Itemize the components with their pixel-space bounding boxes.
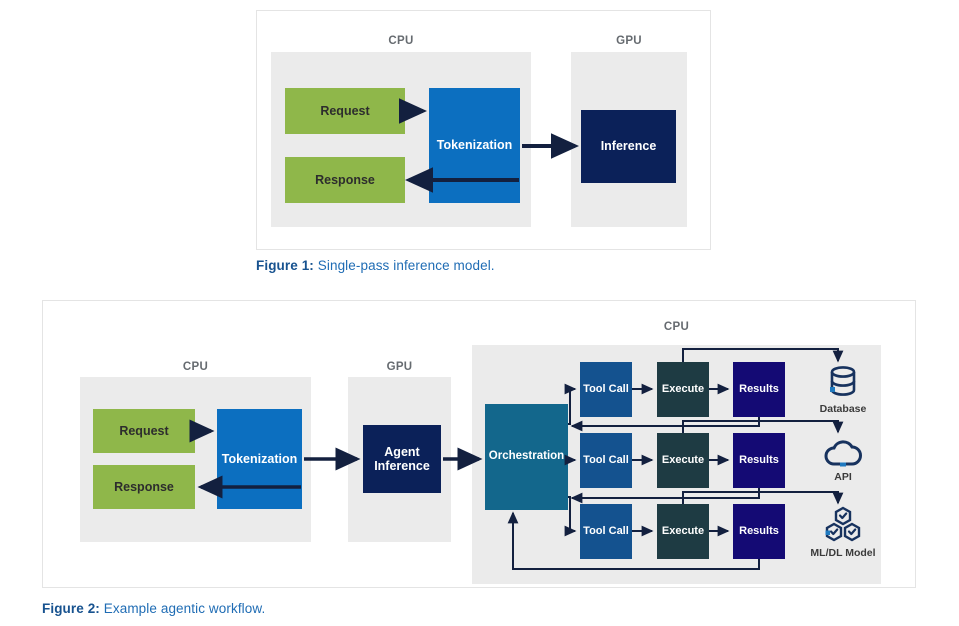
agent-inference-line-1: Agent <box>384 444 420 459</box>
figure2-row-2-tool-call: Tool Call <box>580 504 632 559</box>
figure-1-caption-prefix: Figure 1: <box>256 258 314 273</box>
figure2-agent-inference-box: Agent Inference <box>363 425 441 493</box>
figure2-resource-2-label: ML/DL Model <box>810 547 876 559</box>
hexagons-check-icon <box>825 506 861 542</box>
figure2-orchestration-box: Orchestration <box>485 404 568 510</box>
figure1-gpu-label: GPU <box>616 35 642 47</box>
figure2-row-0-results: Results <box>733 362 785 417</box>
figure2-row-1-execute: Execute <box>657 433 709 488</box>
database-icon <box>830 366 856 396</box>
figure2-gpu-label: GPU <box>386 361 413 373</box>
figure1-cpu-label: CPU <box>388 35 414 47</box>
figure2-cpu-left-label: CPU <box>182 361 209 373</box>
figure-1-caption-text: Single-pass inference model. <box>313 258 495 273</box>
figure-2-frame: CPU GPU CPU Request Response Tokenizatio… <box>42 300 916 588</box>
figure1-request-box: Request <box>285 88 405 134</box>
figure2-resource-1-label: API <box>834 471 852 483</box>
figure2-row-2-results: Results <box>733 504 785 559</box>
figure2-row-0-tool-call: Tool Call <box>580 362 632 417</box>
figure2-row-1-tool-call: Tool Call <box>580 433 632 488</box>
figure-1-frame: CPU GPU Request Response Tokenization In… <box>256 10 711 250</box>
figure1-response-box: Response <box>285 157 405 203</box>
figure-2-caption: Figure 2: Example agentic workflow. <box>42 601 265 616</box>
figure2-response-box: Response <box>93 465 195 509</box>
figure-1-caption: Figure 1: Single-pass inference model. <box>256 258 495 273</box>
figure2-resource-2: ML/DL Model <box>793 506 893 559</box>
figure2-resource-0: Database <box>805 364 881 415</box>
cloud-icon <box>824 440 862 467</box>
figure2-resource-1: API <box>805 436 881 483</box>
figure2-row-1-results: Results <box>733 433 785 488</box>
figure-2-caption-prefix: Figure 2: <box>42 601 100 616</box>
figure2-resource-0-label: Database <box>819 403 867 415</box>
figure-2-caption-text: Example agentic workflow. <box>99 601 266 616</box>
figure2-tokenization-box: Tokenization <box>217 409 302 509</box>
figure2-row-0-execute: Execute <box>657 362 709 417</box>
figure2-row-2-execute: Execute <box>657 504 709 559</box>
figure2-request-box: Request <box>93 409 195 453</box>
agent-inference-line-2: Inference <box>374 459 430 473</box>
figure1-inference-box: Inference <box>581 110 676 183</box>
figure2-cpu-right-label: CPU <box>663 321 690 333</box>
figure1-tokenization-box: Tokenization <box>429 88 520 203</box>
